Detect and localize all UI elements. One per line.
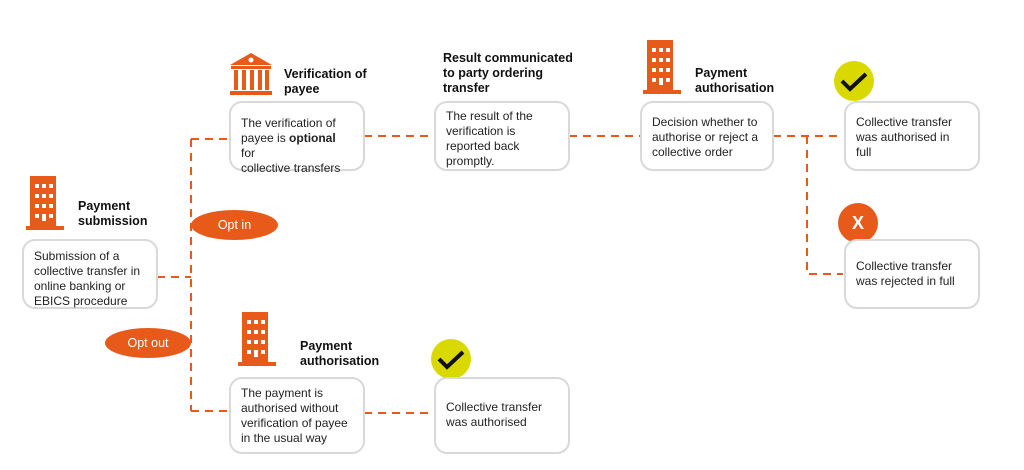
bank-icon [230, 53, 272, 95]
check-icon [431, 339, 471, 379]
building-icon [643, 40, 681, 94]
building-icon [238, 312, 276, 366]
opt-in-badge: Opt in [191, 210, 278, 240]
x-icon: X [838, 203, 878, 243]
step-box-verification: The verification of payee is optional fo… [229, 101, 365, 175]
opt-out-badge: Opt out [105, 328, 191, 358]
building-icon [26, 176, 64, 230]
check-icon [834, 61, 874, 101]
connector [806, 136, 843, 275]
